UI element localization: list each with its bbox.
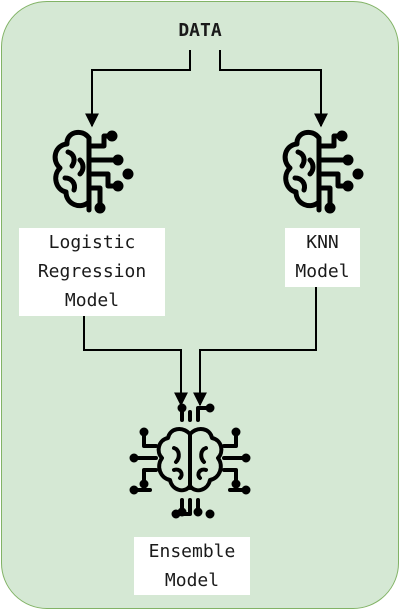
node-knn: KNN Model: [285, 228, 360, 287]
edge-data-to-logistic: [85, 50, 191, 128]
node-logistic-regression: Logistic Regression Model: [19, 228, 165, 316]
brain-circuit-icon: [52, 129, 134, 214]
node-ensemble: Ensemble Model: [134, 537, 250, 595]
brain-circuit-icon: [282, 129, 364, 214]
brain-chip-icon: [129, 403, 251, 519]
edge-data-to-knn: [219, 50, 328, 128]
edge-knn-to-ensemble: [193, 287, 317, 407]
edge-logistic-to-ensemble: [83, 316, 188, 407]
data-title: DATA: [178, 20, 222, 41]
